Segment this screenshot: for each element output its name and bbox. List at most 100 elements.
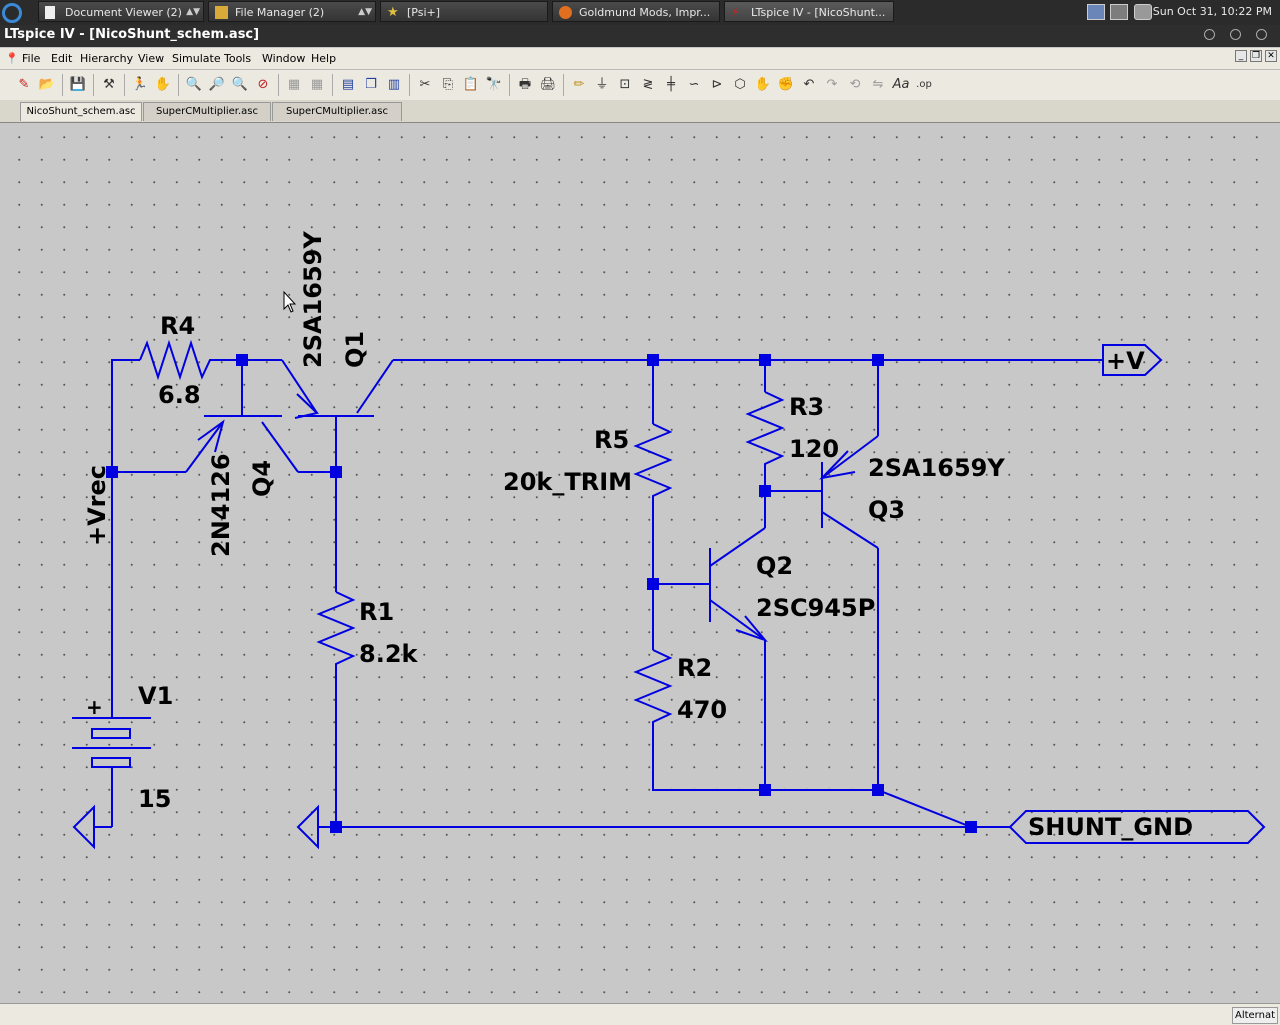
component-icon[interactable]: ⬡ <box>734 77 746 92</box>
q3-ref: Q3 <box>868 496 905 524</box>
mirror-icon[interactable]: ⇋ <box>872 77 884 92</box>
wires <box>72 339 1266 850</box>
paste-icon[interactable]: 📋 <box>462 77 480 92</box>
task-psi[interactable]: ★ [Psi+] <box>380 1 548 22</box>
ltspice-icon: ⚡ <box>731 5 740 19</box>
redo-icon[interactable]: ↷ <box>826 77 838 92</box>
toolbar-separator <box>563 74 564 96</box>
delete-trace-icon[interactable]: ▦ <box>310 77 324 92</box>
tile-vertical-icon[interactable]: ▥ <box>387 77 401 92</box>
taskbar: Document Viewer (2) ▲▼ File Manager (2) … <box>0 0 1280 26</box>
mdi-restore-icon[interactable]: ❐ <box>1250 50 1262 62</box>
wire-icon[interactable]: ✏ <box>573 77 585 92</box>
menu-window[interactable]: Window <box>262 52 306 65</box>
toolbar-separator <box>509 74 510 96</box>
task-file-manager[interactable]: File Manager (2) ▲▼ <box>208 1 376 22</box>
port-v-label: +V <box>1106 347 1145 375</box>
junctions <box>106 354 977 833</box>
q1-model: 2SA1659Y <box>299 231 327 368</box>
cut-icon[interactable]: ✂ <box>419 77 431 92</box>
q4-ref: Q4 <box>248 460 276 497</box>
halt-icon[interactable]: ✋ <box>154 77 172 92</box>
menu-view[interactable]: View <box>138 52 165 65</box>
spice-directive-icon[interactable]: .op <box>916 79 932 90</box>
status-bar: Alternat <box>0 1003 1280 1025</box>
task-firefox[interactable]: Goldmund Mods, Impr... <box>552 1 720 22</box>
toolbar-separator <box>409 74 410 96</box>
zoom-in-icon[interactable]: 🔍 <box>185 77 203 92</box>
r4-ref: R4 <box>160 312 195 340</box>
control-panel-icon[interactable]: ⚒ <box>103 77 115 92</box>
menu-help[interactable]: Help <box>311 52 337 65</box>
pan-icon[interactable]: 🔎 <box>208 77 226 92</box>
task-document-viewer[interactable]: Document Viewer (2) ▲▼ <box>38 1 204 22</box>
schematic-canvas[interactable]: R4 6.8 2SA1659Y Q1 2N4126 Q4 +Vrec R1 8.… <box>2 124 1278 1002</box>
q2-model: 2SC945P <box>756 594 875 622</box>
maximize-icon[interactable] <box>1230 29 1241 40</box>
tab-supercmultiplier-1[interactable]: SuperCMultiplier.asc <box>143 102 271 121</box>
print-icon[interactable]: 🖨 <box>539 77 557 92</box>
menu-tools[interactable]: Tools <box>224 52 252 65</box>
capacitor-icon[interactable]: ╪ <box>667 77 675 92</box>
print-setup-icon[interactable]: 🖶 <box>518 77 532 92</box>
tray-icon[interactable] <box>1134 4 1152 20</box>
port-gnd-label: SHUNT_GND <box>1028 813 1193 841</box>
resistor-icon[interactable]: ≷ <box>642 77 654 92</box>
v1-plus: + <box>86 695 103 719</box>
copy-icon[interactable]: ⎘ <box>442 77 454 92</box>
tray-icon[interactable] <box>1087 4 1105 20</box>
text-icon[interactable]: Aa <box>892 77 910 92</box>
r3-ref: R3 <box>789 393 824 421</box>
r1-value: 8.2k <box>359 640 419 668</box>
title-bar: LTspice IV - [NicoShunt_schem.asc] <box>0 25 1280 47</box>
tile-horizontal-icon[interactable]: ▤ <box>341 77 355 92</box>
undo-icon[interactable]: ↶ <box>803 77 815 92</box>
move-icon[interactable]: ✋ <box>754 77 772 92</box>
drag-icon[interactable]: ✊ <box>777 77 795 92</box>
q1-ref: Q1 <box>341 331 369 368</box>
star-icon: ★ <box>387 5 399 20</box>
mdi-minimize-icon[interactable]: _ <box>1235 50 1247 62</box>
toolbar: ✎ 📂 💾 ⚒ 🏃 ✋ 🔍 🔎 🔍 ⊘ ▦ ▦ ▤ ❐ ▥ ✂ ⎘ 📋 🔭 🖶 … <box>0 70 1280 101</box>
zoom-out-icon[interactable]: 🔍 <box>231 77 249 92</box>
window-title: LTspice IV - [NicoShunt_schem.asc] <box>4 27 260 42</box>
start-icon[interactable] <box>2 3 22 23</box>
rotate-icon[interactable]: ⟲ <box>849 77 861 92</box>
menu-simulate[interactable]: Simulate <box>172 52 221 65</box>
r1-ref: R1 <box>359 598 394 626</box>
chevron-icon: ▲▼ <box>186 7 200 17</box>
tab-nicoshunt-schem[interactable]: NicoShunt_schem.asc <box>20 102 142 121</box>
menu-hierarchy[interactable]: Hierarchy <box>80 52 134 65</box>
toolbar-separator <box>178 74 179 96</box>
clock: Sun Oct 31, 10:22 PM <box>1152 5 1272 18</box>
toolbar-separator <box>62 74 63 96</box>
menu-edit[interactable]: Edit <box>51 52 73 65</box>
tab-supercmultiplier-2[interactable]: SuperCMultiplier.asc <box>272 102 402 121</box>
diode-icon[interactable]: ⊳ <box>711 77 723 92</box>
minimize-icon[interactable] <box>1204 29 1215 40</box>
zoom-fit-icon[interactable]: ⊘ <box>257 77 269 92</box>
status-mode: Alternat <box>1231 1007 1278 1024</box>
mdi-close-icon[interactable]: ✕ <box>1265 50 1277 62</box>
inductor-icon[interactable]: ∽ <box>688 77 700 92</box>
folder-icon <box>215 6 228 19</box>
cascade-icon[interactable]: ❐ <box>365 77 377 92</box>
autoscale-icon[interactable]: ▦ <box>287 77 301 92</box>
ground-icon[interactable]: ⏚ <box>595 77 609 92</box>
r2-ref: R2 <box>677 654 712 682</box>
toolbar-separator <box>124 74 125 96</box>
save-icon[interactable]: 💾 <box>69 77 87 92</box>
open-icon[interactable]: 📂 <box>38 77 56 92</box>
close-icon[interactable] <box>1256 29 1267 40</box>
find-icon[interactable]: 🔭 <box>485 77 503 92</box>
label-net-icon[interactable]: ⊡ <box>619 77 631 92</box>
task-ltspice[interactable]: ⚡ LTspice IV - [NicoShunt... <box>724 1 894 22</box>
new-schematic-icon[interactable]: ✎ <box>18 77 30 92</box>
tray-icon[interactable] <box>1110 4 1128 20</box>
app-pin-icon: 📍 <box>5 52 19 65</box>
run-icon[interactable]: 🏃 <box>131 77 149 92</box>
toolbar-separator <box>332 74 333 96</box>
menu-file[interactable]: File <box>22 52 41 65</box>
mouse-cursor-icon <box>283 290 297 313</box>
firefox-icon <box>559 6 572 19</box>
